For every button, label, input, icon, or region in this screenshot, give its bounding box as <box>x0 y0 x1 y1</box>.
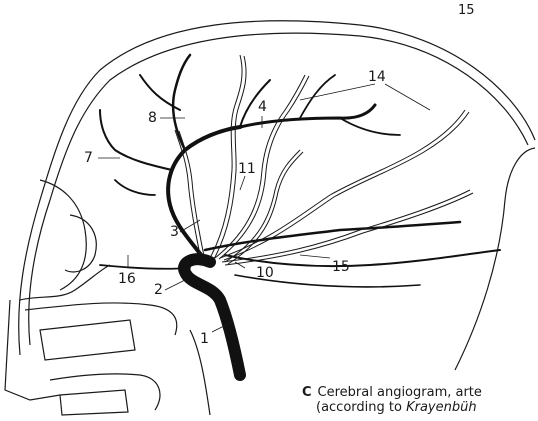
label-15: 15 <box>332 260 350 274</box>
page-number: 15 <box>458 4 475 17</box>
label-3: 3 <box>170 225 179 239</box>
caption-line-2-prefix: (according to <box>316 400 406 415</box>
label-10: 10 <box>256 266 274 280</box>
caption-author: Krayenbüh <box>406 400 477 415</box>
label-11: 11 <box>238 162 256 176</box>
label-7: 7 <box>84 151 93 165</box>
caption-line-2: (according to Krayenbüh <box>302 400 538 415</box>
veins <box>175 55 473 265</box>
label-16: 16 <box>118 272 136 286</box>
label-4: 4 <box>258 100 267 114</box>
major-arteries <box>100 55 500 375</box>
caption-line-1: Cerebral angiogram, arte <box>318 385 482 400</box>
label-14: 14 <box>368 70 386 84</box>
caption-letter: C <box>302 385 312 400</box>
figure-caption: C Cerebral angiogram, arte (according to … <box>302 385 538 421</box>
label-2: 2 <box>154 283 163 297</box>
label-8: 8 <box>148 111 157 125</box>
label-1: 1 <box>200 332 209 346</box>
